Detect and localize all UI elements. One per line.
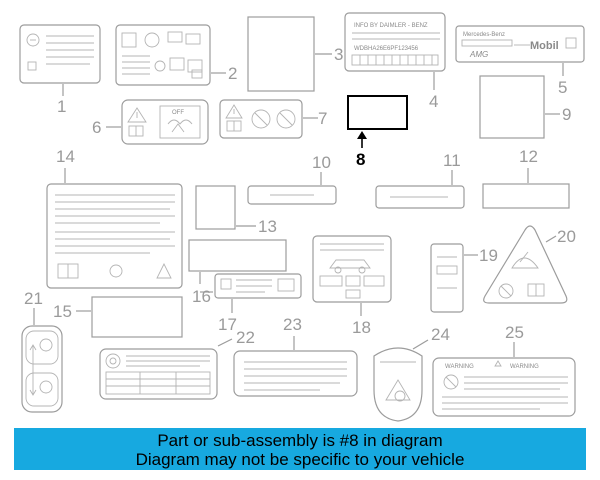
oil-brand-text: Mobil: [530, 40, 559, 52]
warning-text-2: WARNING: [510, 364, 539, 370]
callout-1: 1: [57, 97, 66, 116]
callout-4: 4: [429, 92, 438, 111]
label-part-9: [479, 75, 560, 139]
label-part-3: [247, 16, 332, 92]
label-part-11: [375, 170, 465, 209]
label-part-12: [482, 168, 570, 209]
warning-text-1: WARNING: [445, 364, 474, 370]
callout-11: 11: [443, 151, 461, 170]
callout-9: 9: [562, 105, 571, 124]
callout-20: 20: [557, 227, 576, 246]
label-part-21: [21, 308, 63, 413]
label-part-23: [233, 336, 358, 397]
label-part-13: [195, 185, 256, 230]
callout-17: 17: [218, 315, 237, 334]
callout-24: 24: [431, 325, 450, 344]
callout-3: 3: [334, 45, 343, 64]
label-part-6: OFF: [106, 99, 209, 145]
callout-7: 7: [318, 109, 327, 128]
label-part-5: Mercedes-Benz AMG Mobil: [455, 25, 585, 76]
label-part-20: [483, 225, 568, 304]
callout-21: 21: [24, 289, 43, 308]
label-part-15: [76, 296, 183, 338]
label-part-22: [99, 338, 233, 400]
callout-13: 13: [258, 217, 277, 236]
label-part-19: [430, 243, 478, 313]
callout-14: 14: [56, 147, 75, 166]
callout-16: 16: [192, 287, 211, 306]
callout-15: 15: [53, 302, 72, 321]
info-banner: Part or sub-assembly is #8 in diagram Di…: [14, 428, 586, 470]
vin-text: WDBHA26E6PF123456: [354, 46, 419, 52]
label-part-1: [19, 24, 101, 96]
callout-8: 8: [356, 150, 365, 169]
airbag-off-text: OFF: [172, 110, 184, 116]
callout-2: 2: [228, 64, 237, 83]
label-part-4: INFO BY DAIMLER - BENZ WDBHA26E6PF123456: [344, 12, 446, 90]
label-part-16: [188, 239, 287, 293]
callout-6: 6: [92, 118, 101, 137]
label-part-10: [247, 172, 337, 205]
label-part-25: WARNING WARNING: [432, 342, 576, 417]
label-part-8: [347, 95, 408, 148]
label-part-24: [373, 339, 429, 422]
callout-23: 23: [283, 315, 302, 334]
brand-text: Mercedes-Benz: [463, 32, 505, 38]
callout-5: 5: [558, 78, 567, 97]
callout-12: 12: [519, 147, 538, 166]
banner-line-2: Diagram may not be specific to your vehi…: [135, 450, 465, 469]
label-part-7: [219, 99, 318, 139]
callout-10: 10: [312, 153, 331, 172]
callout-22: 22: [236, 328, 255, 347]
label-part-14: [46, 168, 183, 289]
label-part-2: [115, 24, 226, 86]
callout-18: 18: [352, 318, 371, 337]
callout-25: 25: [505, 323, 524, 342]
label-part-17: [214, 273, 302, 313]
banner-line-1: Part or sub-assembly is #8 in diagram: [157, 431, 443, 450]
label-part-18: [312, 235, 392, 316]
maker-text: INFO BY DAIMLER - BENZ: [354, 23, 428, 29]
label-parts-diagram: 1 2 3 INFO BY DAIMLER - BENZ WDBHA26E6PF…: [19, 12, 585, 422]
callout-19: 19: [479, 246, 498, 265]
amg-text: AMG: [469, 50, 488, 59]
